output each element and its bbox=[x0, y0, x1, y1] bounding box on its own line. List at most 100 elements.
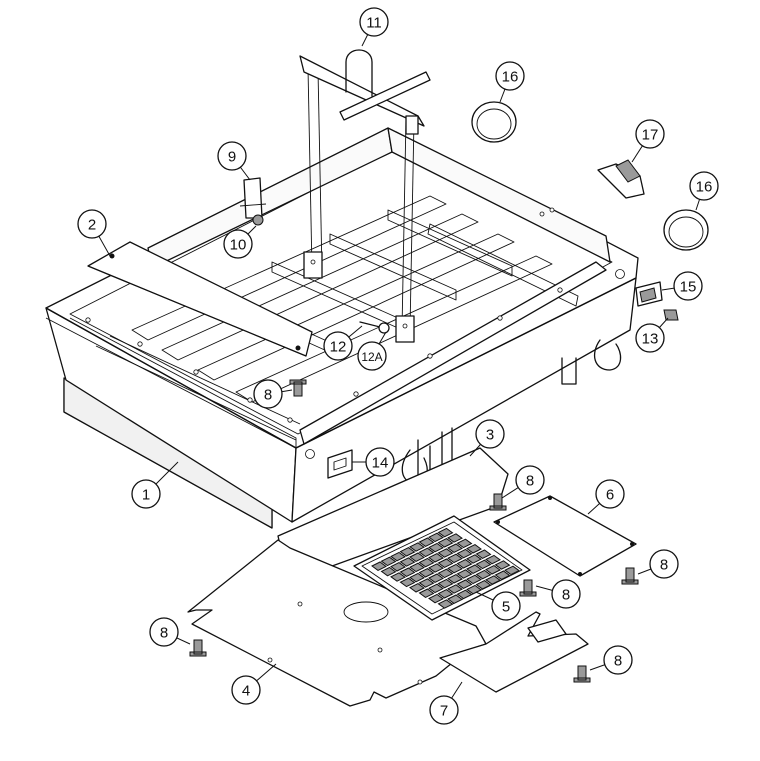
callout-number: 13 bbox=[642, 331, 659, 348]
callout-circle bbox=[231, 675, 261, 705]
callout-number: 5 bbox=[502, 599, 510, 616]
nut bbox=[252, 214, 264, 226]
lift-post-left-b bbox=[317, 69, 323, 273]
callout-number: 11 bbox=[366, 15, 382, 32]
callout-circle bbox=[595, 479, 625, 509]
callout-circle bbox=[635, 323, 665, 353]
callout-number: 8 bbox=[562, 587, 570, 604]
grate-cell bbox=[456, 559, 473, 569]
callout-circle bbox=[223, 229, 253, 259]
access-plate bbox=[493, 495, 637, 577]
callout-circle bbox=[77, 209, 107, 239]
grate-cell bbox=[409, 572, 425, 583]
grate-cell bbox=[456, 579, 473, 589]
grate-cell bbox=[428, 583, 444, 594]
grate-cell bbox=[437, 578, 454, 589]
grate-cell bbox=[494, 570, 511, 580]
callout-circle bbox=[475, 419, 505, 449]
callout-8a: 8 bbox=[253, 379, 283, 409]
callout-circle bbox=[365, 447, 395, 477]
cap-right bbox=[663, 209, 709, 251]
grate-cell bbox=[418, 557, 435, 568]
grate-cell bbox=[504, 565, 520, 576]
grate-cell bbox=[437, 589, 454, 599]
callout-circle bbox=[551, 579, 581, 609]
frame-bottom-tab bbox=[561, 357, 577, 385]
callout-number: 16 bbox=[696, 179, 713, 196]
frame-back-wall-right bbox=[387, 127, 611, 263]
grate-cell bbox=[485, 565, 501, 575]
latch bbox=[243, 177, 263, 219]
callout-15: 15 bbox=[673, 271, 703, 301]
callout-16b: 16 bbox=[689, 171, 719, 201]
callout-10: 10 bbox=[223, 229, 253, 259]
grate-cell bbox=[475, 580, 492, 590]
grate-cell bbox=[447, 543, 463, 553]
grate-cell bbox=[494, 560, 511, 570]
grate-cells bbox=[371, 527, 520, 609]
small-bolt bbox=[663, 309, 679, 321]
grate-cell bbox=[390, 572, 406, 582]
callout-circle bbox=[673, 271, 703, 301]
callout-circle bbox=[649, 549, 679, 579]
grate-cell bbox=[447, 553, 463, 564]
callout-8f: 8 bbox=[603, 645, 633, 675]
base-plate-hole bbox=[343, 601, 389, 623]
callout-1: 1 bbox=[131, 479, 161, 509]
callout-6: 6 bbox=[595, 479, 625, 509]
callout-number: 4 bbox=[242, 683, 250, 700]
callout-8e: 8 bbox=[149, 617, 179, 647]
grate-cell bbox=[428, 573, 444, 583]
frame-right-strip bbox=[299, 261, 607, 445]
grate-cell bbox=[475, 569, 492, 580]
grate-cell bbox=[418, 578, 435, 588]
grate-cell bbox=[428, 542, 444, 553]
grate-cell bbox=[447, 533, 463, 543]
grate-cell bbox=[447, 584, 463, 594]
lift-u-bolt bbox=[345, 49, 373, 97]
callout-number: 16 bbox=[502, 69, 519, 86]
callout-number: 2 bbox=[88, 217, 96, 234]
callout-number: 1 bbox=[142, 487, 150, 504]
callout-circle bbox=[217, 141, 247, 171]
callout-number: 9 bbox=[228, 149, 236, 166]
callout-number: 17 bbox=[642, 127, 659, 144]
callout-4: 4 bbox=[231, 675, 261, 705]
callout-circle bbox=[689, 171, 719, 201]
grate-cell bbox=[428, 532, 444, 543]
lift-post-left-a bbox=[307, 67, 313, 271]
grate-cell bbox=[456, 548, 473, 559]
callout-number: 6 bbox=[606, 487, 614, 504]
grate-cell bbox=[447, 594, 463, 604]
grate-cell bbox=[447, 574, 463, 584]
grate-cell bbox=[456, 569, 473, 579]
grate-cell bbox=[466, 564, 482, 574]
cover-strip bbox=[87, 241, 313, 357]
callout-circle bbox=[149, 617, 179, 647]
grate-cell bbox=[475, 559, 492, 570]
grate-cell bbox=[485, 554, 501, 565]
grate-cell bbox=[390, 551, 406, 562]
grate-cell bbox=[399, 547, 416, 557]
grate-cell bbox=[437, 538, 454, 548]
callout-circle bbox=[323, 331, 353, 361]
grate-cell bbox=[437, 548, 454, 558]
grate-cell bbox=[428, 593, 444, 604]
callout-number: 8 bbox=[160, 625, 168, 642]
frame-front-strip bbox=[45, 317, 297, 449]
frame-inner-rim bbox=[69, 147, 613, 435]
callout-number: 8 bbox=[526, 473, 534, 490]
callout-8d: 8 bbox=[649, 549, 679, 579]
grate-cell bbox=[418, 547, 435, 558]
grate-cell bbox=[418, 588, 435, 598]
callout-circle bbox=[635, 119, 665, 149]
callout-number: 8 bbox=[614, 653, 622, 670]
grate bbox=[353, 515, 531, 621]
grate-cell bbox=[390, 562, 406, 572]
grate-cell bbox=[437, 568, 454, 579]
grate-cell bbox=[399, 557, 416, 567]
grate-cell bbox=[466, 544, 482, 554]
grate-cell bbox=[399, 577, 416, 588]
